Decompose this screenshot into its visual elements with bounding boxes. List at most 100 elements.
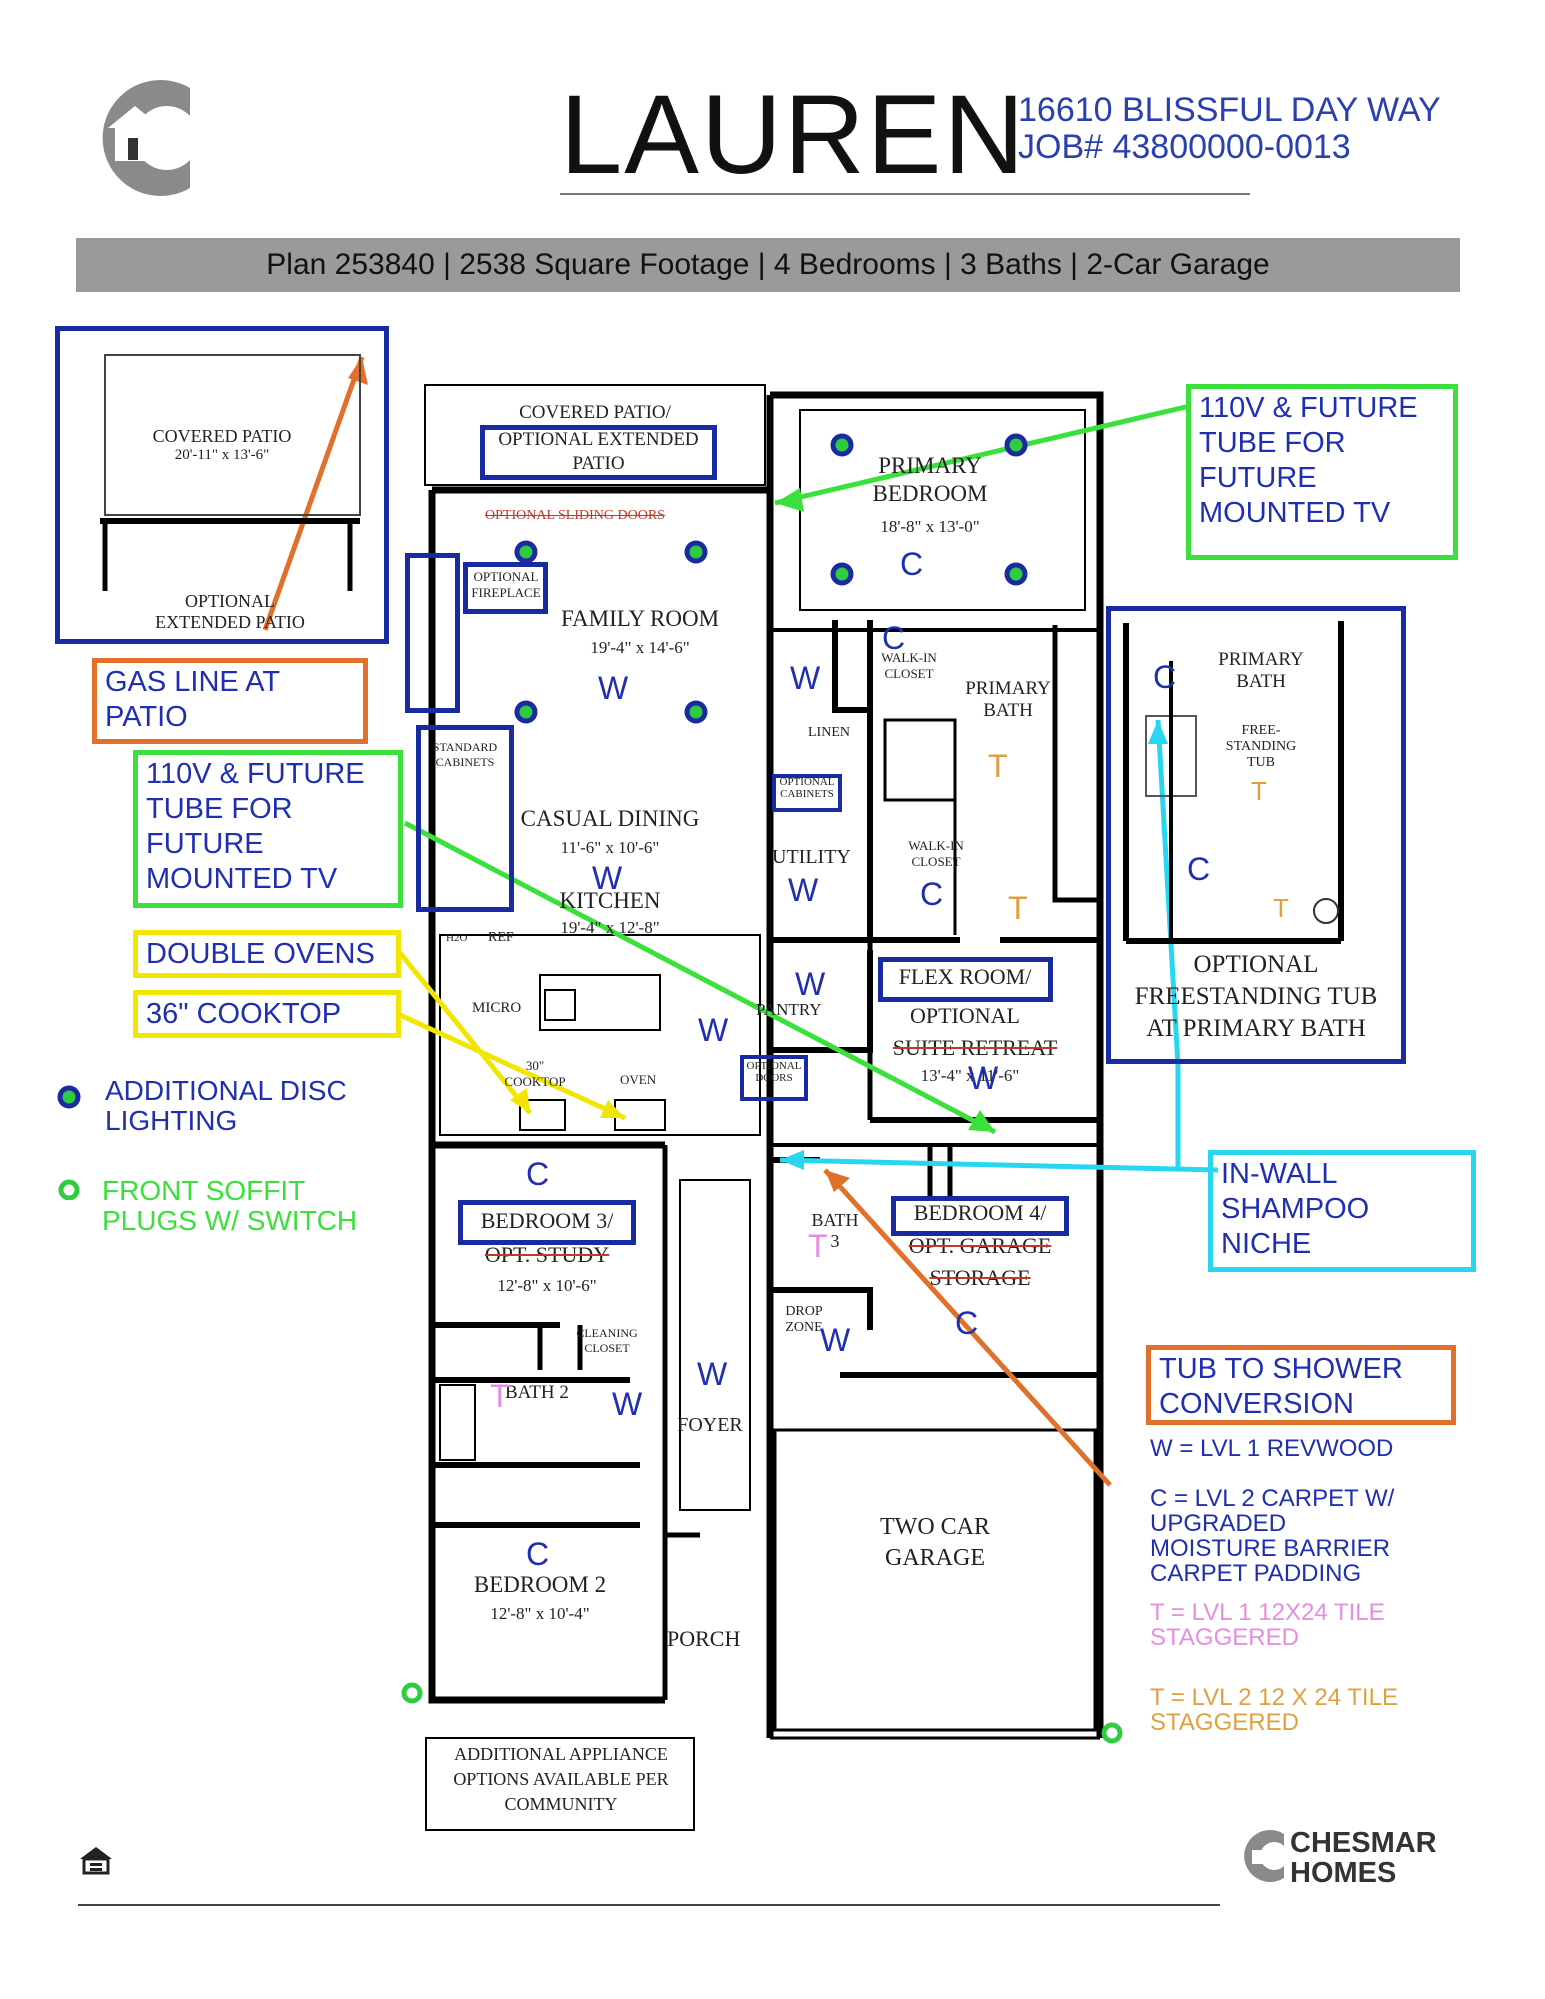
legend-w-code: W = LVL 1 REVWOOD	[1150, 1435, 1394, 1462]
covered-patio-label: COVERED PATIO/	[519, 402, 671, 423]
drop-zone-label: DROP ZONE	[785, 1304, 823, 1335]
opt-garage-label: OPT. GARAGE	[908, 1233, 1052, 1258]
linen-label: LINEN	[808, 725, 850, 740]
floor-mark-w: W	[612, 1386, 643, 1422]
optional-extended-patio-box	[480, 425, 717, 480]
family-room-size: 19'-4" x 14'-6"	[590, 638, 690, 657]
brand-line2: HOMES	[1290, 1857, 1397, 1889]
optional-doors-box	[740, 1055, 808, 1101]
header-rule	[560, 193, 1250, 195]
floor-mark-w: W	[968, 1060, 999, 1096]
bath2-label: BATH 2	[505, 1382, 569, 1403]
floor-mark-c: C	[526, 1156, 550, 1192]
suite-retreat-label: SUITE RETREAT	[892, 1035, 1058, 1060]
optional-fireplace: OPTIONAL FIREPLACE	[471, 569, 541, 600]
foyer-label: FOYER	[677, 1414, 743, 1436]
flex-room-size: 13'-4" x 11'-6"	[920, 1066, 1020, 1085]
cooktop-30-label: 30" COOKTOP	[504, 1058, 566, 1089]
bedroom2-label: BEDROOM 2	[473, 1572, 607, 1597]
bath3-label: BATH 3	[811, 1210, 859, 1251]
floor-mark-c: C	[526, 1536, 550, 1572]
flex-optional-label: OPTIONAL	[910, 1003, 1020, 1028]
kitchen-size: 19'-4" x 12'-8"	[560, 918, 660, 937]
equal-housing-icon	[80, 1847, 112, 1875]
floor-mark-w: W	[592, 860, 623, 896]
bath-inset-caption: OPTIONAL FREESTANDING TUB AT PRIMARY BAT…	[1134, 951, 1378, 1042]
inset-tile-mark: T	[1273, 893, 1289, 923]
appliance-note: ADDITIONAL APPLIANCE OPTIONS AVAILABLE P…	[453, 1744, 669, 1814]
inset-carpet-mark: C	[1187, 851, 1211, 887]
oven-label: OVEN	[620, 1072, 657, 1087]
floor-mark-w: W	[697, 1356, 728, 1392]
floor-mark-t: T	[1008, 890, 1028, 926]
flex-room-label: FLEX ROOM/	[898, 964, 1032, 989]
family-room-label: FAMILY ROOM	[560, 606, 720, 631]
callout-shampoo-niche: IN-WALL SHAMPOO NICHE	[1208, 1150, 1476, 1272]
optional-cabinets-box	[772, 774, 842, 812]
patio-inset-drawing	[100, 354, 361, 591]
callout-tub-shower: TUB TO SHOWER CONVERSION	[1146, 1345, 1456, 1425]
address-line: 16610 BLISSFUL DAY WAY	[1018, 91, 1441, 129]
plan-summary-banner: Plan 253840 | 2538 Square Footage | 4 Be…	[76, 238, 1460, 292]
patio-inset-box: COVERED PATIO 20'-11" x 13'-6" OPTIONAL …	[55, 326, 389, 644]
floor-mark-c: C	[920, 876, 944, 912]
opt-study-label: OPT. STUDY	[484, 1242, 610, 1267]
bedroom3-label: BEDROOM 3/	[480, 1208, 614, 1233]
bedroom2-size: 12'-8" x 10'-4"	[490, 1604, 590, 1623]
plan-summary-text: Plan 253840 | 2538 Square Footage | 4 Be…	[266, 248, 1270, 281]
standard-cabinets-box	[416, 725, 514, 912]
cleaning-closet: CLEANING CLOSET	[576, 1326, 638, 1355]
job-number: JOB# 43800000-0013	[1018, 128, 1351, 166]
primary-bath-label: PRIMARY BATH	[965, 678, 1051, 721]
inset-tile-mark: T	[1251, 776, 1267, 806]
floor-mark-w: W	[598, 670, 629, 706]
optional-extended-patio: OPTIONAL EXTENDED PATIO	[498, 429, 699, 474]
optional-extended-patio-label: OPTIONAL EXTENDED PATIO	[155, 591, 305, 632]
flex-room-box	[878, 957, 1053, 1002]
casual-dining-size: 11'-6" x 10'-6"	[560, 838, 660, 857]
floor-mark-c: C	[955, 1305, 979, 1341]
job-address: 16610 BLISSFUL DAY WAY JOB# 43800000-001…	[1018, 92, 1441, 166]
floor-mark-c: C	[882, 620, 906, 656]
optional-cabinets: OPTIONAL CABINETS	[779, 776, 835, 800]
inset-carpet-mark: C	[1153, 659, 1177, 695]
standard-cabinets: STANDARD CABINETS	[432, 740, 498, 769]
brand-name: CHESMAR HOMES	[1290, 1828, 1437, 1888]
covered-patio-size: 20'-11" x 13'-6"	[174, 447, 270, 463]
floor-mark-w: W	[795, 966, 826, 1002]
freestanding-tub-label: FREE-STANDING TUB	[1225, 723, 1297, 770]
porch-label: PORCH	[667, 1626, 741, 1651]
callout-double-ovens: DOUBLE OVENS	[133, 930, 401, 978]
optional-sliding-doors: OPTIONAL SLIDING DOORS	[485, 508, 665, 523]
h2o-label: H2O	[446, 932, 468, 944]
floor-mark-w: W	[788, 872, 819, 908]
garage-label: TWO CAR GARAGE	[880, 1514, 990, 1571]
floor-mark-w: W	[698, 1012, 729, 1048]
walk-in-closet-lower: WALK-IN CLOSET	[908, 838, 964, 869]
callout-cooktop: 36" COOKTOP	[133, 990, 401, 1038]
bedroom4-box	[891, 1196, 1069, 1236]
bath-inset-box: PRIMARY BATH FREE-STANDING TUB C C T T O…	[1106, 606, 1406, 1064]
patio-inset-label: COVERED PATIO 20'-11" x 13'-6"	[60, 426, 384, 464]
primary-bath-inset-label: PRIMARY BATH	[1218, 649, 1304, 692]
covered-patio-label: COVERED PATIO	[152, 426, 292, 446]
pantry-label: PANTRY	[756, 1000, 822, 1019]
utility-label: UTILITY	[772, 846, 851, 868]
callout-gas-line: GAS LINE AT PATIO	[92, 658, 368, 744]
kitchen-label: KITCHEN	[559, 888, 661, 913]
plan-title: LAUREN	[560, 72, 1027, 197]
bath-inset-drawing	[1123, 621, 1344, 944]
callout-tv-family: 110V & FUTURE TUBE FOR FUTURE MOUNTED TV	[133, 750, 403, 908]
micro-label: MICRO	[472, 1000, 522, 1016]
fireplace-box	[405, 553, 460, 713]
brand-line1: CHESMAR	[1290, 1827, 1437, 1859]
floor-mark-w: W	[820, 1322, 851, 1358]
legend-soffit-plugs: FRONT SOFFIT PLUGS W/ SWITCH	[102, 1175, 358, 1236]
ref-label: REF	[488, 930, 514, 945]
bedroom4-label: BEDROOM 4/	[913, 1200, 1047, 1225]
chesmar-logo-icon	[102, 80, 190, 196]
floor-mark-t: T	[490, 1378, 510, 1414]
legend-t2-code: T = LVL 2 12 X 24 TILE STAGGERED	[1150, 1684, 1398, 1736]
primary-bedroom-size: 18'-8" x 13'-0"	[880, 517, 980, 536]
